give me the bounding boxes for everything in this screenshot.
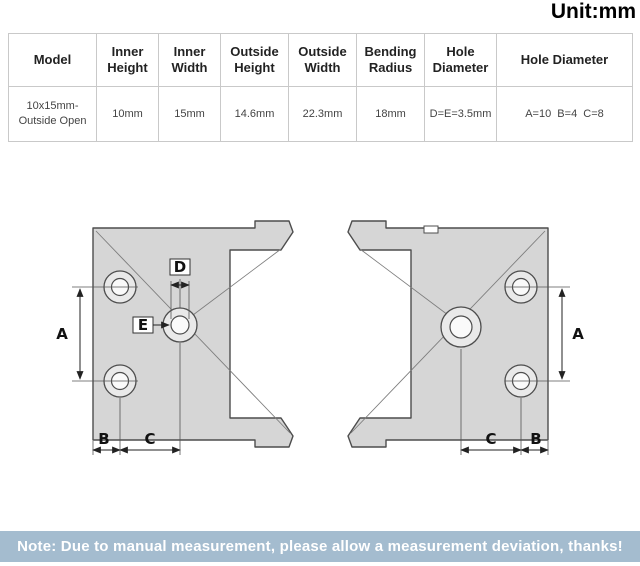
column-header-hole-diameter-abc: Hole Diameter — [496, 33, 633, 87]
spec-cell-hole-diameter-abc: A=10 B=4 C=8 — [496, 86, 633, 142]
left-bracket-view: A B C — [56, 220, 294, 455]
dimension-a-right: A — [505, 286, 584, 382]
dim-label-a-right: A — [572, 325, 584, 343]
spec-cell-inner-width: 15mm — [158, 86, 221, 142]
dim-label-c-left: C — [144, 430, 155, 448]
spec-cell-inner-height: 10mm — [96, 86, 159, 142]
column-header-hole-diameter-de: Hole Diameter — [424, 33, 497, 87]
spec-table: Model Inner Height Inner Width Outside H… — [8, 33, 633, 142]
dimension-e: E — [132, 316, 170, 334]
spec-cell-model: 10x15mm-Outside Open — [8, 86, 97, 142]
spec-cell-outside-width: 22.3mm — [288, 86, 357, 142]
column-header-model: Model — [8, 33, 97, 87]
table-row: 10x15mm-Outside Open 10mm 15mm 14.6mm 22… — [8, 86, 633, 142]
technical-diagram: A B C — [0, 185, 640, 485]
dim-label-b-right: B — [530, 430, 541, 448]
header-row: Model Inner Height Inner Width Outside H… — [8, 33, 633, 87]
link-diagonal — [180, 248, 282, 325]
column-header-bending-radius: Bending Radius — [356, 33, 425, 87]
dim-label-a-left: A — [56, 325, 68, 343]
dim-label-b-left: B — [98, 430, 109, 448]
pivot-hole-left — [162, 307, 198, 343]
column-header-outside-width: Outside Width — [288, 33, 357, 87]
dim-label-c-right: C — [485, 430, 496, 448]
dimension-a-left: A — [56, 286, 138, 382]
dimension-cb-right: C B — [460, 349, 549, 455]
unit-label: Unit:mm — [550, 0, 636, 23]
dimension-bc-left: B C — [92, 343, 181, 455]
link-diagonal — [359, 248, 461, 325]
note-banner: Note: Due to manual measurement, please … — [0, 531, 640, 562]
spec-cell-bending-radius: 18mm — [356, 86, 425, 142]
top-notch — [423, 225, 439, 234]
spec-cell-hole-diameter-de: D=E=3.5mm — [424, 86, 497, 142]
column-header-inner-width: Inner Width — [158, 33, 221, 87]
dim-label-d: D — [174, 258, 186, 276]
right-bracket-view: A C B — [347, 220, 584, 455]
dimension-d: D — [169, 258, 191, 319]
column-header-inner-height: Inner Height — [96, 33, 159, 87]
column-header-outside-height: Outside Height — [220, 33, 289, 87]
spec-cell-outside-height: 14.6mm — [220, 86, 289, 142]
pivot-hole-right — [440, 306, 482, 348]
dim-label-e: E — [138, 316, 148, 334]
